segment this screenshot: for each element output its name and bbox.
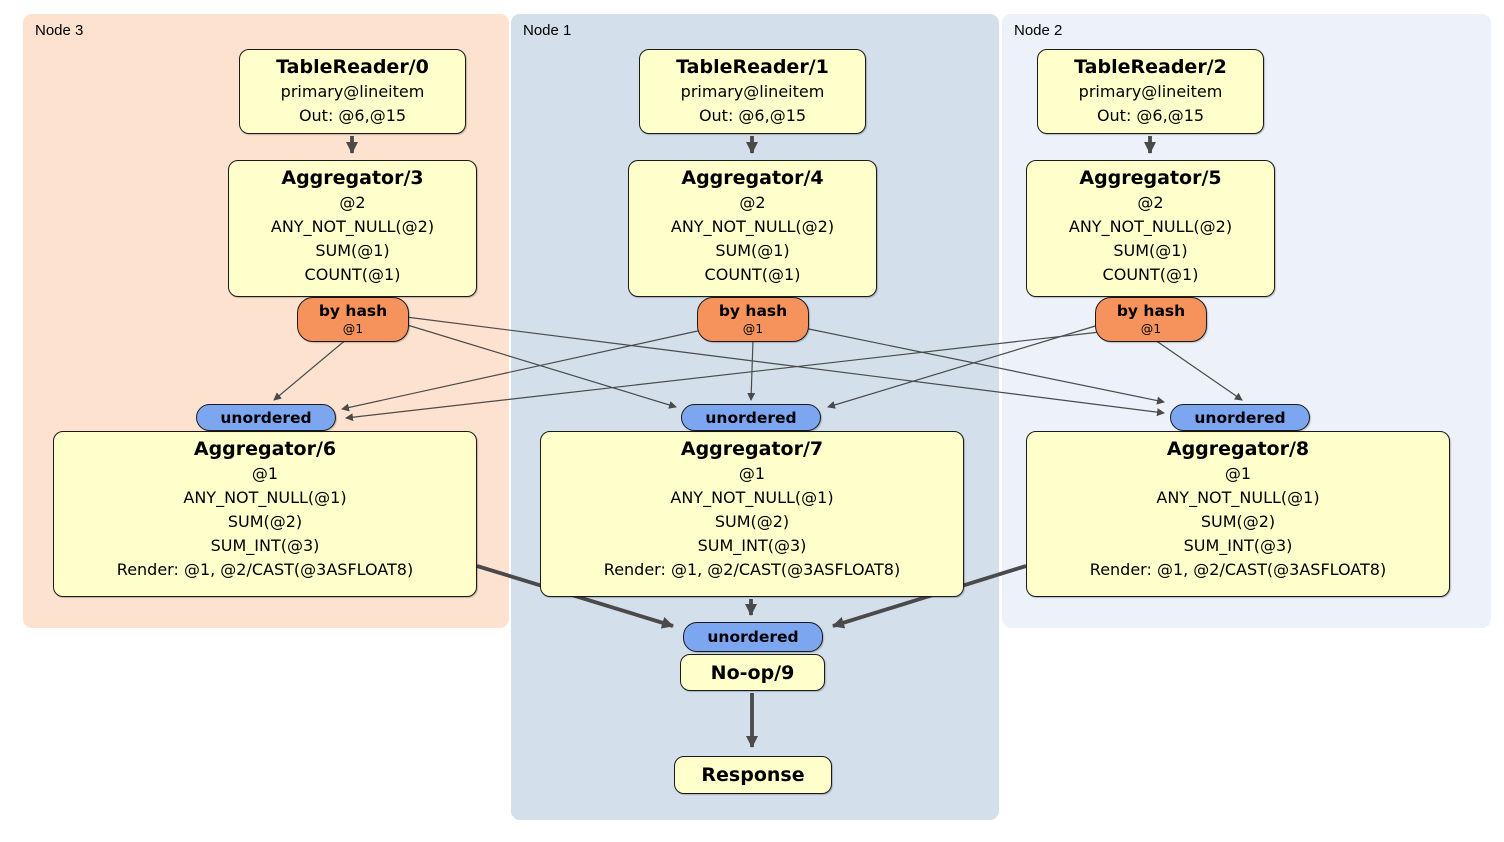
processor-title: No-op/9 xyxy=(710,661,795,684)
processor-title: Aggregator/3 xyxy=(281,167,424,189)
processor-detail-line: @1 xyxy=(1224,464,1252,483)
processor-detail-line: Out: @6,@15 xyxy=(298,106,407,125)
edge xyxy=(341,329,703,412)
processor-title: TableReader/1 xyxy=(676,56,829,78)
node-region-label: Node 2 xyxy=(1014,22,1063,39)
processor-detail-line: Render: @1, @2/CAST(@3ASFLOAT8) xyxy=(603,560,901,579)
processor-detail-line: @1 xyxy=(251,464,279,483)
router-columns: @1 xyxy=(342,321,364,336)
edge xyxy=(747,339,756,401)
sync-unordered-node2: unordered xyxy=(1170,404,1310,431)
processor-title: Aggregator/7 xyxy=(680,438,824,460)
router-label: by hash xyxy=(1116,302,1186,320)
processor-detail-line: primary@lineitem xyxy=(1078,82,1223,101)
edge xyxy=(827,323,1103,409)
processor-detail-line: primary@lineitem xyxy=(680,82,825,101)
processor-title: Aggregator/8 xyxy=(1166,438,1310,460)
processor-detail-line: ANY_NOT_NULL(@2) xyxy=(270,217,435,236)
processor-detail-line: SUM(@1) xyxy=(1113,241,1188,260)
processor-detail-line: @2 xyxy=(739,193,766,212)
processor-detail-line: @2 xyxy=(1137,193,1164,212)
processor-detail-line: SUM(@2) xyxy=(714,512,790,531)
edge xyxy=(803,327,1165,405)
node-region-label: Node 3 xyxy=(35,22,84,39)
processor-detail-line: COUNT(@1) xyxy=(1102,265,1199,284)
processor-detail-line: SUM(@2) xyxy=(227,512,303,531)
edge xyxy=(1154,339,1243,401)
processor-detail-line: ANY_NOT_NULL(@1) xyxy=(183,488,347,507)
processor-title: Aggregator/5 xyxy=(1079,167,1222,189)
processor-detail-line: ANY_NOT_NULL(@2) xyxy=(1068,217,1233,236)
sync-unordered-final: unordered xyxy=(683,622,823,652)
processor-detail-line: SUM(@1) xyxy=(315,241,390,260)
processor-detail-line: SUM(@1) xyxy=(715,241,790,260)
processor-title: Aggregator/6 xyxy=(193,438,337,460)
processor-detail-line: COUNT(@1) xyxy=(704,265,801,284)
processor-detail-line: SUM_INT(@3) xyxy=(697,536,807,555)
processor-response: Response xyxy=(674,756,832,794)
router-label: by hash xyxy=(318,302,388,320)
router-columns: @1 xyxy=(1140,321,1162,336)
processor-detail-line: ANY_NOT_NULL(@1) xyxy=(670,488,834,507)
router-by-hash-node1: by hash@1 xyxy=(697,297,809,342)
router-label: by hash xyxy=(718,302,788,320)
processor-detail-line: ANY_NOT_NULL(@1) xyxy=(1156,488,1320,507)
router-columns: @1 xyxy=(742,321,764,336)
router-by-hash-node3: by hash@1 xyxy=(297,297,409,342)
processor-detail-line: Out: @6,@15 xyxy=(698,106,807,125)
processor-detail-line: SUM(@2) xyxy=(1200,512,1276,531)
processor-title: TableReader/2 xyxy=(1074,56,1227,78)
edge xyxy=(345,331,1101,422)
processor-detail-line: primary@lineitem xyxy=(280,82,425,101)
processor-detail-line: Out: @6,@15 xyxy=(1096,106,1205,125)
processor-detail-line: @2 xyxy=(339,193,366,212)
processor-title: Aggregator/4 xyxy=(681,167,824,189)
sync-unordered-node3: unordered xyxy=(196,404,336,431)
router-by-hash-node2: by hash@1 xyxy=(1095,297,1207,342)
sync-unordered-node1: unordered xyxy=(681,404,821,431)
processor-detail-line: @1 xyxy=(738,464,766,483)
processor-detail-line: Render: @1, @2/CAST(@3ASFLOAT8) xyxy=(1089,560,1387,579)
edge xyxy=(273,337,349,401)
processor-detail-line: Render: @1, @2/CAST(@3ASFLOAT8) xyxy=(116,560,414,579)
processor-title: TableReader/0 xyxy=(276,56,429,78)
edge xyxy=(405,316,1165,417)
processor-detail-line: SUM_INT(@3) xyxy=(210,536,320,555)
processor-detail-line: COUNT(@1) xyxy=(304,265,401,284)
processor-detail-line: SUM_INT(@3) xyxy=(1183,536,1293,555)
processor-detail-line: ANY_NOT_NULL(@2) xyxy=(670,217,835,236)
node-region-label: Node 1 xyxy=(523,22,572,39)
processor-title: Response xyxy=(701,764,805,786)
processor-noop-9: No-op/9 xyxy=(680,654,825,691)
